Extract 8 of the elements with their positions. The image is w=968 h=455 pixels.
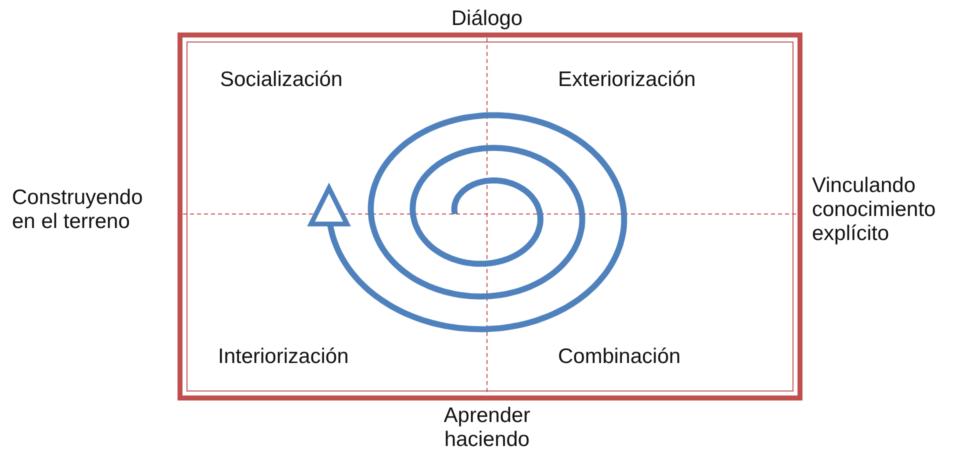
- quadrant-label: Exteriorización: [558, 68, 696, 92]
- axis-label: Construyendo en el terreno: [12, 186, 144, 234]
- axis-label: Vinculando conocimiento explícito: [812, 174, 937, 246]
- axis-label: Diálogo: [450, 7, 524, 31]
- quadrant-label: Socialización: [220, 68, 343, 92]
- axis-label: Aprender haciendo: [442, 404, 532, 452]
- quadrant-label: Interiorización: [218, 345, 349, 369]
- quadrant-label: Combinación: [558, 345, 681, 369]
